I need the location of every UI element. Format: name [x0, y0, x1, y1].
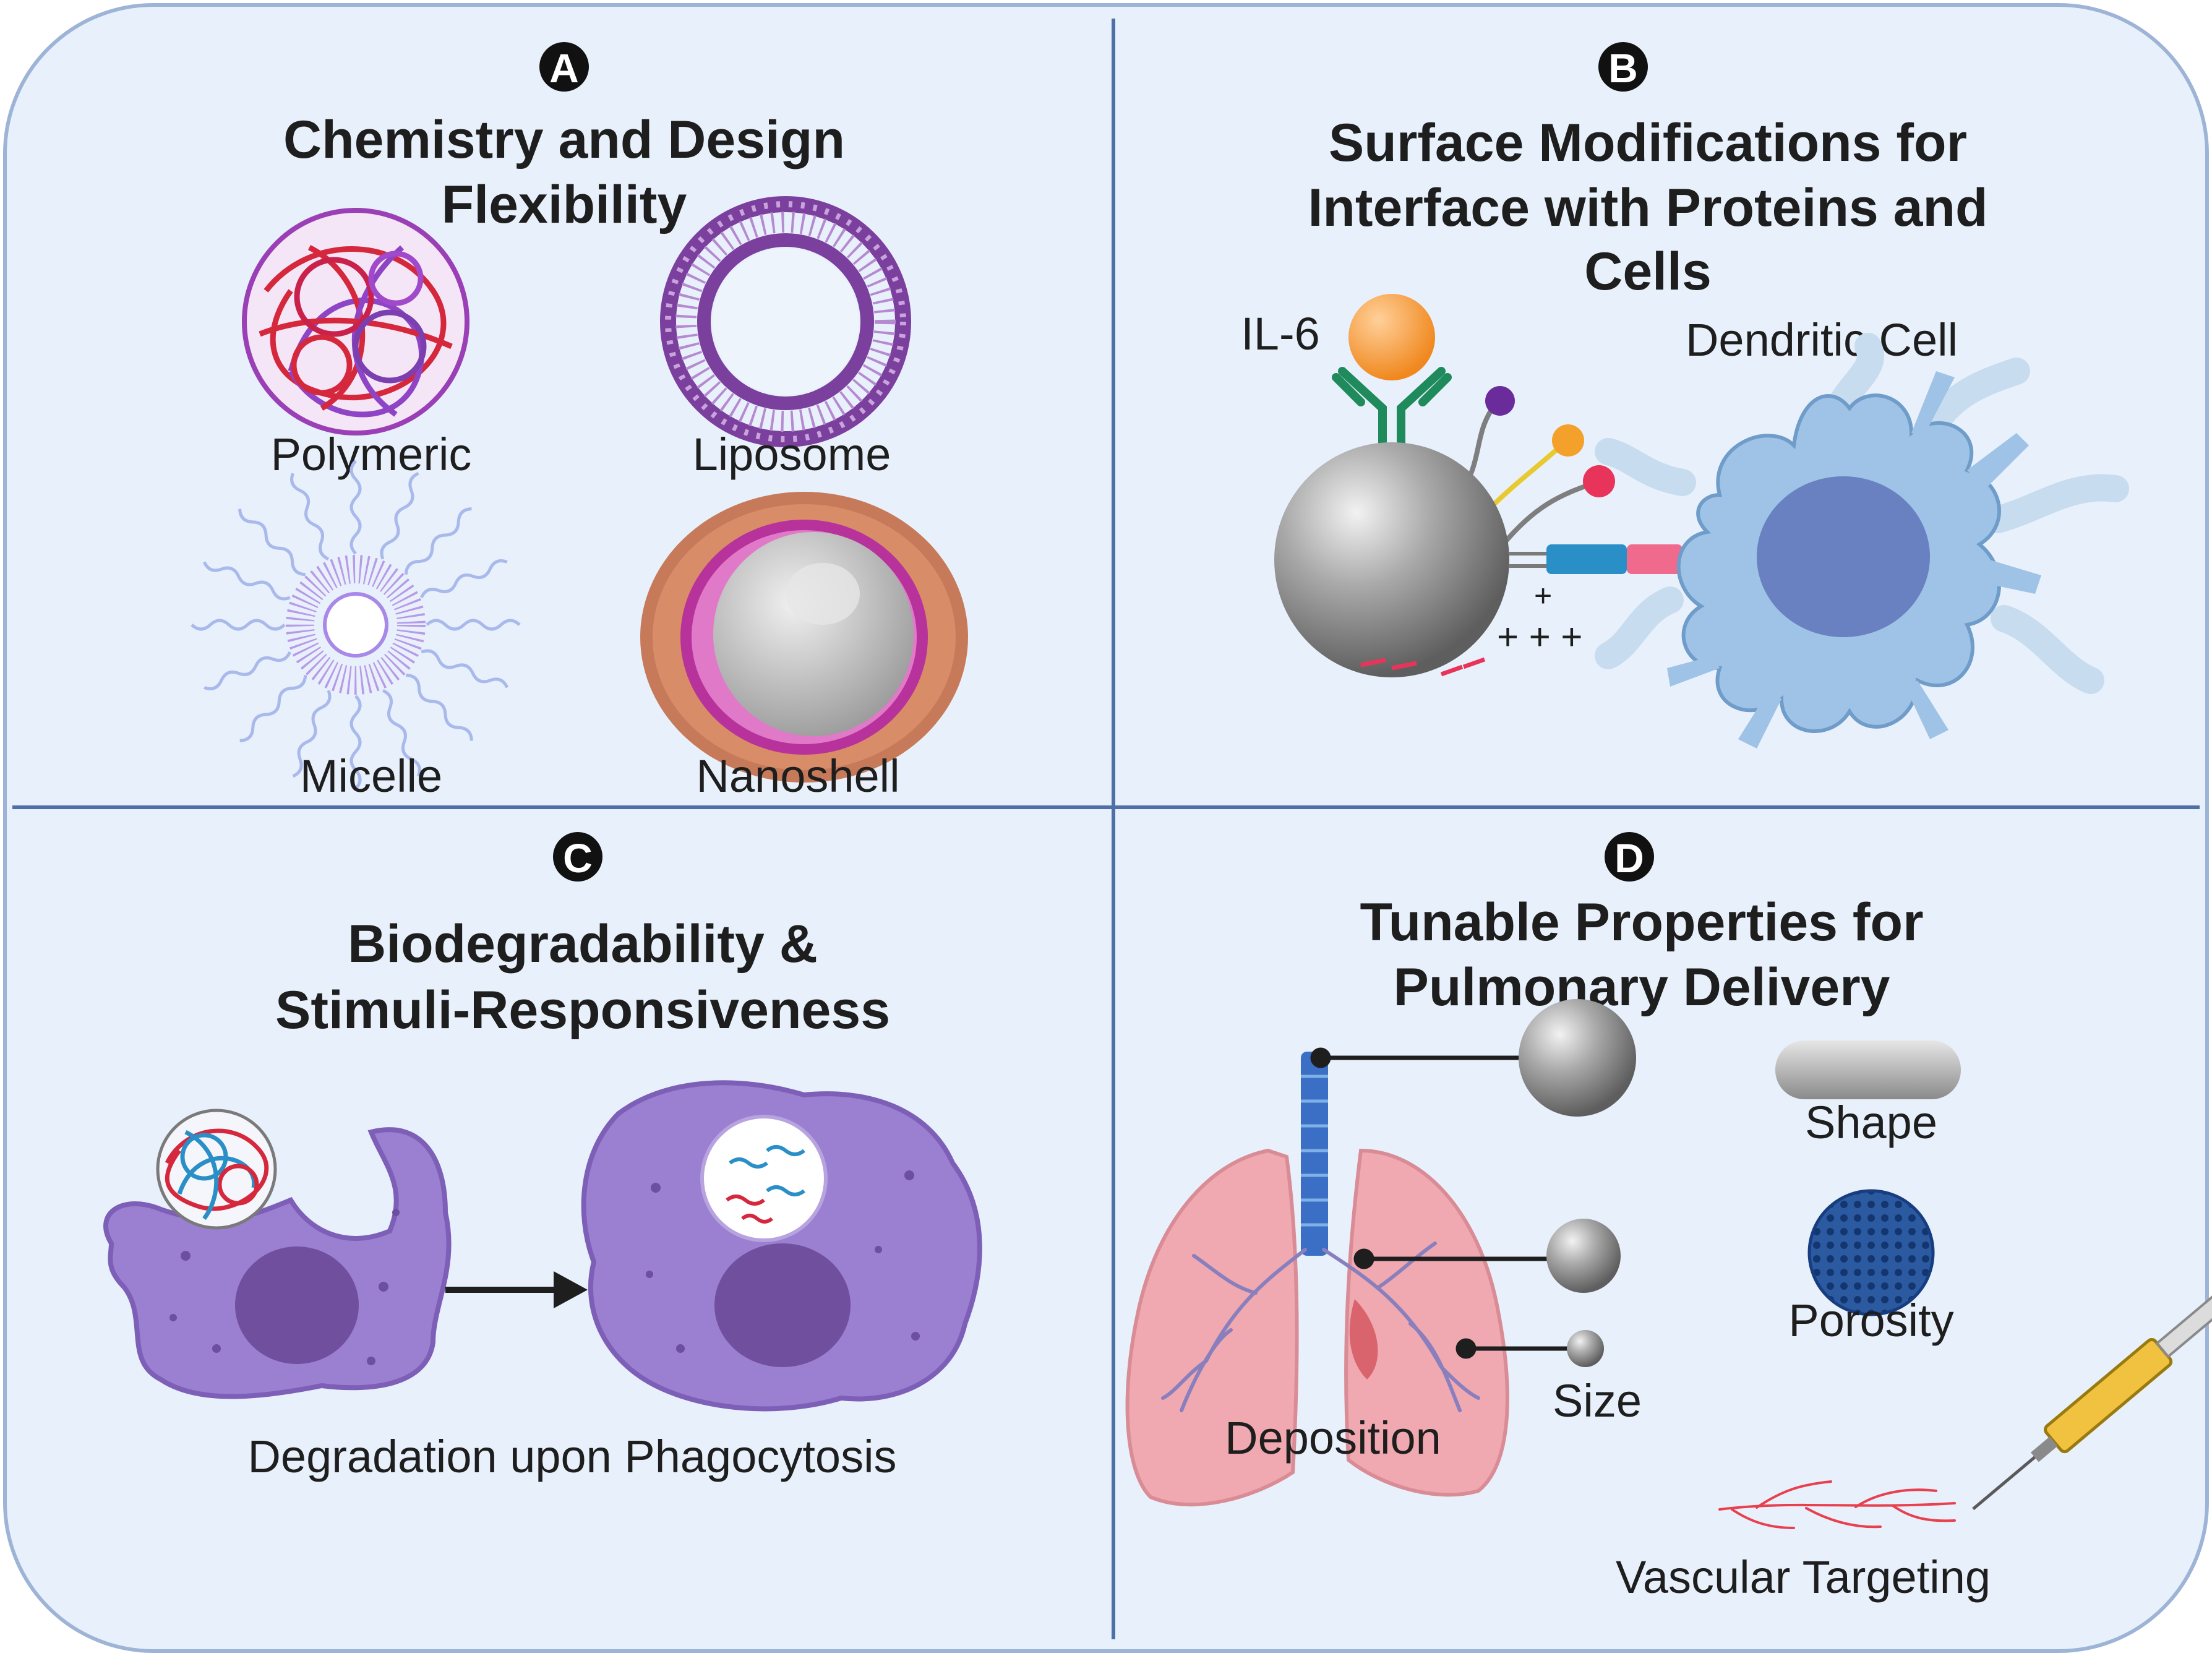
panel-c-badge [553, 832, 602, 882]
syringe-icon [1972, 1277, 2212, 1511]
label-deposition: Deposition [1225, 1412, 1441, 1464]
panel-b-title-line-1: Surface Modifications for [1329, 113, 1967, 173]
ligand-purple-icon [1485, 386, 1515, 416]
panel-a-badge-letter: A [549, 45, 579, 91]
receptor-binding-icon [1509, 544, 1732, 574]
label-liposome: Liposome [693, 429, 891, 480]
panel-d-badge-letter: D [1614, 835, 1644, 881]
panel-c-badge-letter: C [563, 835, 593, 881]
nanoparticle-sphere-icon [1274, 442, 1509, 677]
label-size: Size [1553, 1375, 1642, 1426]
macrophage-degrading-icon [581, 1080, 982, 1412]
process-arrow-icon [445, 1271, 588, 1308]
panel-b-title-line-2: Interface with Proteins and [1308, 178, 1987, 238]
ligand-pink-icon [1583, 465, 1615, 497]
medium-particle-icon [1546, 1219, 1621, 1293]
panel-b-badge-letter: B [1608, 45, 1638, 91]
micelle-icon [191, 460, 521, 790]
liposome-icon [660, 196, 911, 447]
rod-particle-icon [1775, 1040, 1961, 1099]
panel-b-badge [1598, 42, 1648, 92]
panel-d: D Tunable Properties for Pulmonary Deliv… [1125, 832, 2212, 1603]
label-micelle: Micelle [300, 750, 442, 802]
label-porosity: Porosity [1788, 1295, 1953, 1346]
deposition-pointers-icon [1310, 1047, 1568, 1359]
blood-vessels-icon [1718, 1480, 1956, 1529]
panel-c-title-line-2: Stimuli-Responsiveness [275, 980, 890, 1040]
macrophage-engulfing-icon [103, 1127, 452, 1399]
il6-cytokine-icon [1348, 294, 1435, 380]
nanoshell-icon [640, 492, 968, 783]
ligand-orange-icon [1552, 424, 1584, 457]
label-vascular-targeting: Vascular Targeting [1616, 1551, 1991, 1603]
panel-b-title-line-3: Cells [1584, 242, 1712, 301]
label-dendritic-cell: Dendritic Cell [1686, 314, 1958, 366]
panel-a-badge [539, 42, 589, 92]
small-particle-icon [1567, 1330, 1604, 1367]
label-il6: IL-6 [1241, 308, 1320, 359]
lungs-icon [1125, 1052, 1509, 1507]
panel-c-title-line-1: Biodegradability & [348, 914, 818, 974]
label-nanoshell: Nanoshell [696, 750, 899, 802]
svg-text:+: + [1534, 578, 1552, 613]
panel-b: B Surface Modifications for Interface wi… [1241, 42, 2129, 749]
panel-d-title-line-2: Pulmonary Delivery [1393, 958, 1890, 1017]
panel-a: A Chemistry and Design Flexibility Polym… [191, 42, 968, 802]
label-degradation-caption: Degradation upon Phagocytosis [247, 1431, 896, 1482]
panel-d-badge [1605, 832, 1654, 882]
svg-text:+ + +: + + + [1497, 616, 1582, 658]
polymeric-nanoparticle-icon [242, 208, 469, 435]
porous-particle-icon [1807, 1189, 1935, 1316]
surface-charge-icon: + + + + [1360, 578, 1582, 677]
large-particle-icon [1519, 999, 1636, 1117]
figure-background [3, 3, 2209, 1653]
dendritic-cell-icon [1595, 333, 2129, 749]
panel-c: C Biodegradability & Stimuli-Responsiven… [103, 832, 982, 1482]
label-shape: Shape [1805, 1097, 1937, 1148]
panel-a-title-line-1: Chemistry and Design [283, 110, 845, 169]
panel-a-title-line-2: Flexibility [442, 175, 687, 234]
engulfed-nanoparticle-icon [156, 1109, 277, 1230]
label-polymeric: Polymeric [271, 429, 472, 480]
panel-d-title-line-1: Tunable Properties for [1360, 893, 1923, 952]
